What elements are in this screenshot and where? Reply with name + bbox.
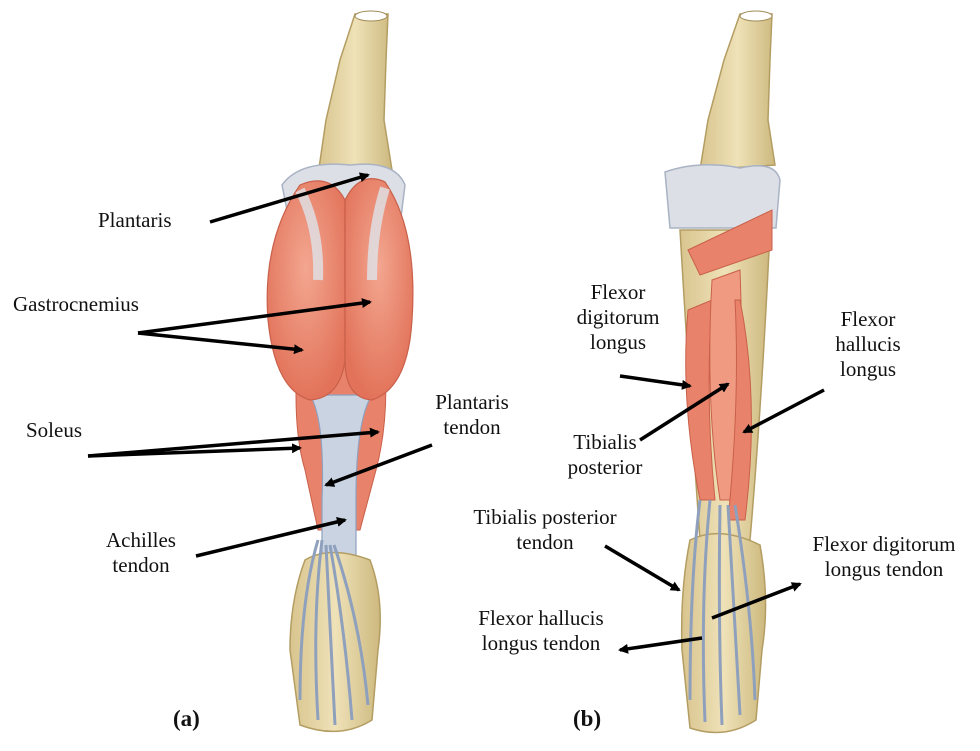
- arrow-fdl: [620, 376, 690, 386]
- label-flexor-digitorum-longus-tendon: Flexor digitorum longus tendon: [794, 532, 974, 582]
- panel-label-b: (b): [573, 706, 601, 732]
- label-flexor-hallucis-longus: Flexor hallucis longus: [818, 307, 918, 382]
- femur-a: [318, 14, 392, 175]
- label-gastrocnemius: Gastrocnemius: [13, 292, 139, 317]
- label-plantaris: Plantaris: [98, 208, 172, 233]
- leg-a: [267, 11, 413, 731]
- label-flexor-digitorum-longus: Flexor digitorum longus: [568, 280, 668, 355]
- label-flexor-hallucis-longus-tendon: Flexor hallucis longus tendon: [456, 606, 626, 656]
- label-tibialis-posterior-tendon: Tibialis posterior tendon: [450, 505, 640, 555]
- label-plantaris-tendon: Plantaris tendon: [422, 390, 522, 440]
- label-soleus: Soleus: [26, 418, 82, 443]
- label-achilles-tendon: Achilles tendon: [86, 528, 196, 578]
- femur-b: [700, 14, 775, 170]
- panel-label-a: (a): [173, 706, 200, 732]
- label-tibialis-posterior: Tibialis posterior: [555, 430, 655, 480]
- leg-b: [665, 11, 780, 733]
